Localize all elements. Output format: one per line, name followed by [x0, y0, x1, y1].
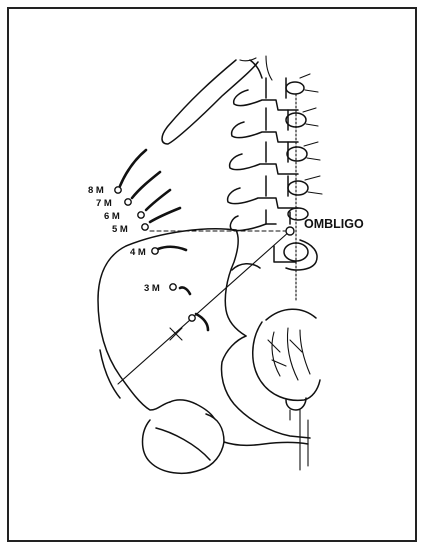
label-6m: 6 M [104, 211, 120, 222]
label-7m: 7 M [96, 198, 112, 209]
figure-border [8, 8, 416, 541]
marker-6m-dot [138, 212, 144, 218]
marker-3m-dot [170, 284, 176, 290]
marker-early-dot [189, 315, 195, 321]
label-ombligo: OMBLIGO [304, 217, 364, 231]
label-5m: 5 M [112, 224, 128, 235]
label-4m: 4 M [130, 247, 146, 258]
marker-7m-dot [125, 199, 131, 205]
label-8m: 8 M [88, 185, 104, 196]
marker-5m-dot [142, 224, 148, 230]
marker-4m-dot [152, 248, 158, 254]
umbilicus-dot [286, 227, 294, 235]
marker-8m-dot [115, 187, 121, 193]
label-3m: 3 M [144, 283, 160, 294]
